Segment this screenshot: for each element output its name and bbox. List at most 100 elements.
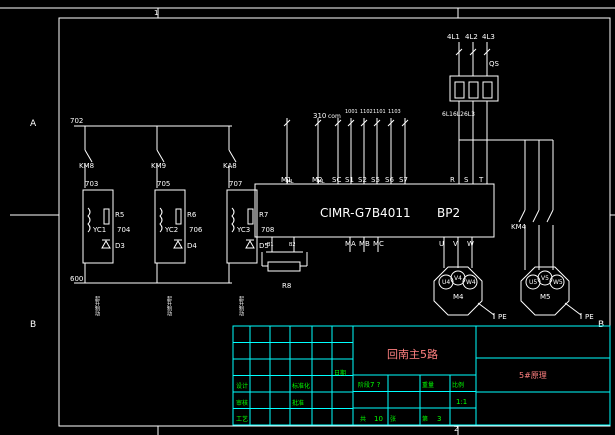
inverter-block: CIMR-G7B4011 BP2 [254,183,495,238]
supply-line-3 [483,42,554,270]
terminal-label: M2 [312,176,323,184]
terminal-b2: B2 [289,237,296,252]
branch-coil-label: YC1 [92,226,106,234]
title-block-label: 比例 [452,381,464,389]
hl-label-1: HL [287,179,294,185]
terminal-t: T [478,176,484,184]
terminal-label: M1 [281,176,292,184]
terminal-label: T [478,176,484,184]
title-block-value: 7 ? [370,381,381,389]
wire-702-label: 702 [70,117,83,125]
terminal-label: W [467,240,474,248]
title-block-label: 第 [422,415,428,423]
wire-310-label: 310 [313,112,326,120]
terminal-mb: MB [359,237,370,252]
resistor-symbol [103,208,110,225]
drawing-border: 1 2 A B B [0,7,615,435]
terminal-m2: M2 [312,118,323,184]
coil-symbol [231,207,235,233]
title-block-label: 设计 [236,382,248,390]
power-supply: 4L1 4L2 4L3 QS 6L16L26L3 [442,33,500,118]
contactor-km4: KM4 [511,223,527,231]
branch-coil-label: YC2 [164,226,178,234]
title-block-label: 日期 [334,369,346,377]
column-label-1: 1 [154,9,158,17]
terminal-label: V [453,240,458,248]
row-label-a: A [30,119,37,129]
drawing-subtitle: 5#原理 [519,371,547,380]
brake-bus: 702 600 [70,117,232,284]
terminal-label: S6 [385,176,394,184]
branch-contact-label: KM8 [79,162,94,170]
coil-symbol [159,207,163,233]
branch-contact-label: KA8 [223,162,237,170]
branch-resistor-label: R6 [187,211,197,219]
terminal-label: MA [345,240,356,248]
coil-symbol [87,207,91,233]
resistor-symbol [247,208,254,225]
wire-600-label: 600 [70,275,83,283]
title-block-label: 标准化 [292,382,310,390]
motor-outline [433,266,483,316]
branch-node-top: 707 [229,180,242,188]
terminal-label: B1 [267,242,274,248]
title-block-label: 批准 [292,399,304,407]
terminal-label: MB [359,240,370,248]
terminal-label: U [439,240,444,248]
com-label: com [328,113,341,120]
title-block-label: 共 [360,415,366,423]
branch-contact-label: KM9 [151,162,166,170]
terminal-r: R [450,176,455,184]
title-block-label: 重量 [422,381,434,389]
supply-4l2: 4L2 [465,33,478,41]
supply-4l3: 4L3 [482,33,495,41]
pe-label: PE [585,313,594,321]
terminal-s7: S7 [399,118,409,184]
title-block-value: 1:1 [456,398,467,406]
contactor-label: KM4 [511,223,527,231]
hl-label-2: HL [318,179,325,185]
terminal-m1: M1 [281,118,292,184]
terminal-label: S1 [345,176,354,184]
branch-diode-label: D3 [115,242,125,250]
terminal-s2: S2 [358,118,368,184]
diode-symbol [173,239,183,249]
motor-terminal: V4 [454,275,462,282]
branch-description: 起升制动 [238,296,244,317]
terminal-label: S2 [358,176,367,184]
pe-label: PE [498,313,507,321]
terminal-s6: S6 [385,118,394,184]
branch-node-top: 703 [85,180,98,188]
title-block-label: 张 [390,415,396,423]
branch-node-top: 705 [157,180,170,188]
resistor-symbol [175,208,182,225]
branch-node-mid: 708 [261,226,274,234]
brake-resistor-label: R8 [282,282,291,290]
branch-description: 起升制动 [94,296,100,317]
terminal-w: W [467,237,474,268]
branch-description: 起升制动 [166,296,172,317]
terminal-ma: MA [345,237,356,252]
terminal-label: R [450,176,455,184]
terminal-label: S [464,176,469,184]
branch-coil-label: YC3 [236,226,250,234]
brake-resistor: R8 [261,251,308,290]
terminal-label: SC [332,176,341,184]
motor-name: M4 [453,293,464,301]
branch-diode-label: D4 [187,242,197,250]
terminal-s5: S5 [371,118,381,184]
title-block-value: 10 [374,415,383,423]
title-block-label: 工艺 [236,415,248,423]
terminal-label: B2 [289,242,296,248]
branch-resistor-label: R5 [115,211,124,219]
wire-1101-label: 1101 [373,109,386,115]
motor-outline [520,266,570,316]
supply-4l1: 4L1 [447,33,460,41]
inverter-tag: BP2 [437,206,460,220]
